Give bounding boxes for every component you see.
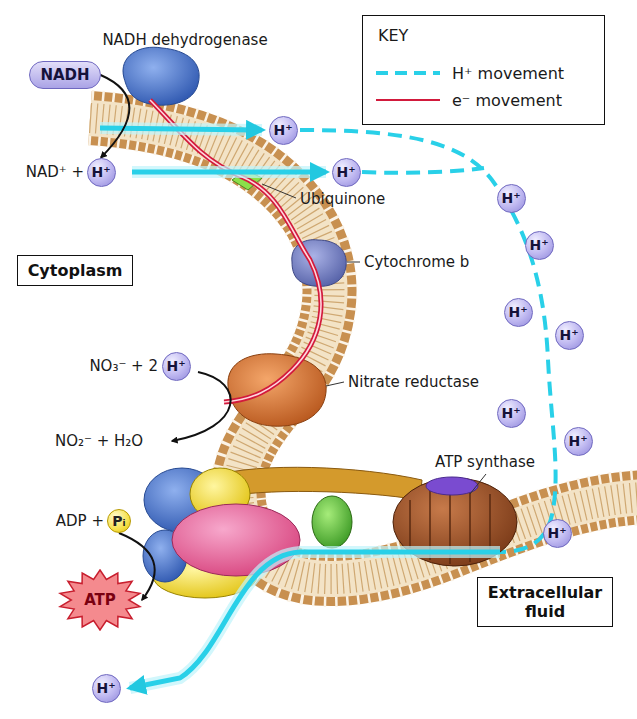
node-text: H⁺ — [547, 525, 566, 541]
node-text: NADH — [40, 66, 89, 84]
legend-text: H⁺ movement — [452, 64, 564, 83]
proton-arrow — [130, 552, 500, 688]
proton-circle: H⁺ — [87, 158, 116, 187]
node-text: H⁺ — [529, 237, 548, 253]
atp-synthase — [312, 496, 352, 548]
region-box: Extracellular fluid — [477, 577, 613, 627]
leader-line — [470, 474, 486, 494]
leader-line — [347, 262, 360, 263]
phosphate-circle: Pᵢ — [107, 509, 131, 533]
legend-text: e⁻ movement — [452, 91, 562, 110]
node-text: H⁺ — [273, 122, 292, 138]
legend-samples — [376, 99, 440, 101]
proton-circle: H⁺ — [504, 298, 533, 327]
proton-circle: H⁺ — [555, 321, 584, 350]
electron-path — [150, 100, 321, 402]
proton-arrow — [132, 166, 326, 178]
node-text: Extracellular fluid — [488, 583, 602, 621]
node-text: H⁺ — [501, 190, 520, 206]
legend-samples — [376, 73, 440, 100]
atp-synthase — [172, 504, 300, 576]
nitrate-reductase — [228, 354, 326, 426]
proton-circle: H⁺ — [564, 427, 593, 456]
electron-path — [150, 100, 321, 402]
part-label: NADH dehydrogenase — [102, 31, 267, 49]
node-text: H⁺ — [166, 358, 185, 374]
node-text: H⁺ — [96, 680, 115, 696]
atp-synthase — [143, 467, 517, 598]
cell-membrane — [90, 118, 637, 579]
cell-membrane — [90, 118, 637, 579]
proton-circle: H⁺ — [497, 399, 526, 428]
proton-path — [362, 168, 484, 173]
cell-membrane — [90, 118, 637, 579]
part-label: Nitrate reductase — [348, 373, 479, 391]
node-text: H⁺ — [91, 164, 110, 180]
proton-circle: H⁺ — [543, 519, 572, 548]
leader-line — [262, 184, 486, 494]
node-text: H⁺ — [568, 433, 587, 449]
node-text: Cytoplasm — [28, 261, 123, 280]
proton-arrow — [130, 552, 500, 688]
reaction-arrow — [172, 372, 231, 441]
part-label: ATP synthase — [435, 453, 535, 471]
legend-samples — [376, 71, 440, 75]
node-text: H⁺ — [501, 405, 520, 421]
nadh-dehydrogenase — [123, 47, 199, 105]
node-text: H⁺ — [508, 304, 527, 320]
leader-line — [262, 184, 296, 198]
node-text: Pᵢ — [112, 513, 125, 529]
node-text: H⁺ — [559, 327, 578, 343]
nadh-dehydrogenase — [123, 47, 199, 105]
region-box: Cytoplasm — [17, 255, 134, 286]
reaction-arrow — [101, 75, 130, 158]
proton-circle: H⁺ — [269, 116, 298, 145]
proton-circle: H⁺ — [92, 674, 121, 703]
atp-synthase — [426, 477, 478, 495]
starburst-shape — [60, 570, 140, 630]
part-label: Cytochrome b — [364, 253, 469, 271]
legend-title: KEY — [378, 26, 408, 45]
atp-starburst: ATP — [58, 569, 142, 631]
equation-text: NO₂⁻ + H₂O — [55, 432, 143, 450]
proton-circle: H⁺ — [497, 184, 526, 213]
node-text: ATP — [84, 591, 116, 609]
reaction-arrow — [172, 372, 231, 441]
equation-text: ADP + — [56, 512, 104, 530]
equation-text: NAD⁺ + — [26, 163, 84, 181]
nitrate-reductase — [228, 354, 326, 426]
node-text: H⁺ — [336, 164, 355, 180]
electron-path — [150, 100, 321, 402]
proton-circle: H⁺ — [162, 352, 191, 381]
substrate-pill: NADH — [29, 61, 100, 89]
equation-text: NO₃⁻ + 2 — [89, 357, 158, 375]
proton-arrow — [100, 128, 500, 688]
proton-circle: H⁺ — [332, 158, 361, 187]
cell-membrane — [90, 118, 637, 579]
part-label: Ubiquinone — [300, 190, 385, 208]
proton-arrow — [132, 170, 326, 175]
leader-line — [326, 382, 344, 386]
proton-circle: H⁺ — [525, 231, 554, 260]
cell-membrane — [90, 118, 637, 579]
